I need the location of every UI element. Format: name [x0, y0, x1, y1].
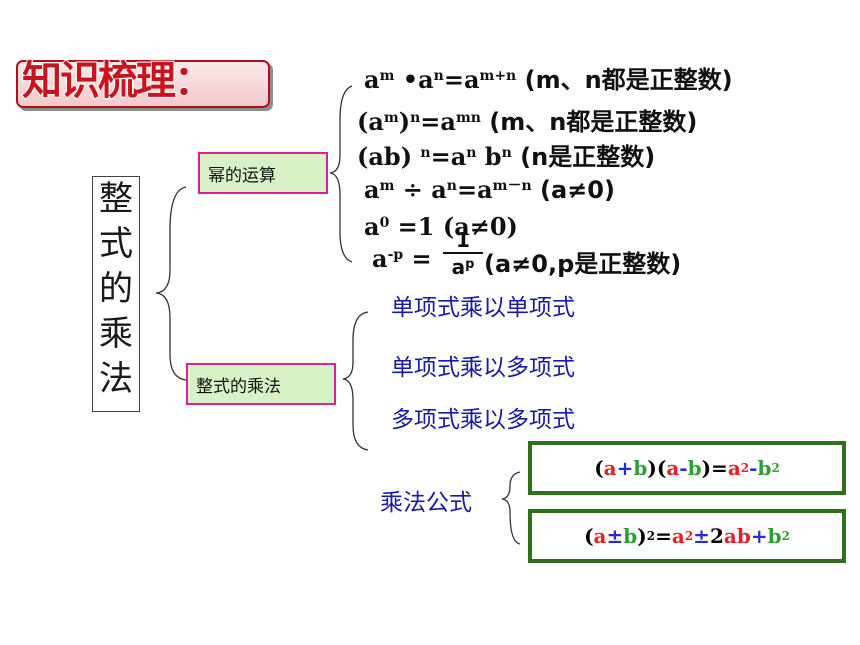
- main-topic-char: 乘: [99, 314, 133, 354]
- main-topic-box: 整 式 的 乘 法: [92, 176, 140, 412]
- rule-quotient-of-powers: am ÷ an=am－n (a≠0): [364, 175, 615, 204]
- main-topic-char: 整: [99, 179, 133, 219]
- mult-item: 单项式乘以多项式: [391, 355, 575, 381]
- mult-item: 单项式乘以单项式: [391, 295, 575, 321]
- main-topic-char: 的: [99, 269, 133, 309]
- fraction-numerator: 1: [456, 228, 470, 252]
- title: 知识梳理：: [21, 57, 215, 105]
- power-operations-box: 幂的运算: [198, 152, 328, 194]
- fraction-denominator: ap: [451, 255, 475, 279]
- formula-brace: [501, 471, 521, 545]
- multiplication-brace: [342, 311, 369, 451]
- power-brace: [329, 85, 353, 263]
- rule-power-of-product: (ab) n=an bn (n是正整数): [357, 142, 656, 171]
- main-topic-char: 式: [99, 224, 133, 264]
- polynomial-multiplication-box: 整式的乘法: [186, 363, 336, 405]
- rule-zero-exponent: a0 =1 (a≠0): [364, 212, 518, 241]
- rule-product-of-powers: am •an=am+n (m、n都是正整数): [364, 65, 733, 94]
- formula-group-label: 乘法公式: [380, 490, 472, 516]
- negative-exponent-condition: (a≠0,p是正整数): [484, 250, 682, 278]
- fraction-bar: [443, 252, 483, 254]
- main-brace: [155, 186, 187, 381]
- mult-item: 多项式乘以多项式: [391, 407, 575, 433]
- fraction: 1 ap: [443, 230, 483, 278]
- main-topic-char: 法: [99, 359, 133, 399]
- rule-negative-exponent: a-p =: [372, 244, 432, 273]
- rule-power-of-power: (am)n=amn (m、n都是正整数): [357, 107, 698, 136]
- title-badge: [16, 60, 270, 108]
